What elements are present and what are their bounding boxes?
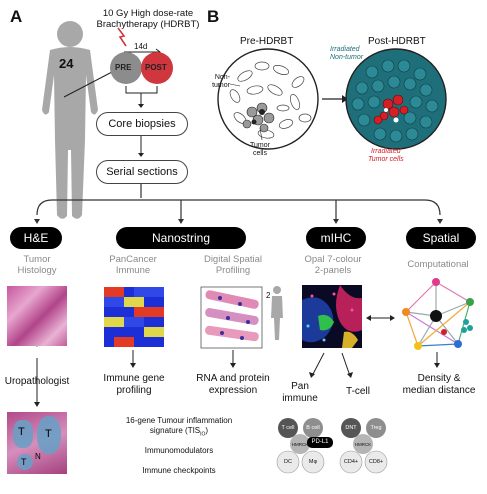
dsp-slide <box>200 286 283 349</box>
marker-bcell: B cell <box>306 425 320 431</box>
nanostring-pill: Nanostring <box>116 227 246 249</box>
marker-tcell: T cell <box>281 425 295 431</box>
tcell-label: T-cell <box>346 386 370 397</box>
marker-treg: Treg <box>370 425 382 431</box>
panel2-markers <box>339 418 388 474</box>
he-histology-image <box>7 286 67 346</box>
pre-hdrbt-title: Pre-HDRBT <box>240 36 294 47</box>
panel1-markers <box>276 418 333 474</box>
immunomodulators-item: Immunomodulators <box>144 446 214 455</box>
patient-silhouette <box>42 21 98 219</box>
density-distance-label: Density &median distance <box>402 373 476 396</box>
pre-hdrbt-tissue <box>217 48 319 150</box>
marker-pdl1: PD-L1 <box>311 439 329 445</box>
dsp-patient-number: 2 <box>266 291 271 300</box>
mihc-image <box>302 285 362 348</box>
marker-cd4: CD4+ <box>343 459 359 465</box>
he-pill: H&E <box>10 227 62 249</box>
marker-dnt: DNT <box>345 425 357 431</box>
marker-mphi: Mφ <box>308 459 318 465</box>
serial-sections-box: Serial sections <box>96 160 188 184</box>
marker-dc: DC <box>284 459 292 465</box>
computational-subtitle: Computational <box>407 259 469 270</box>
post-hdrbt-tissue <box>345 48 447 150</box>
uropathologist-label: Uropathologist <box>4 376 70 387</box>
panel-b-letter: B <box>207 7 220 26</box>
he-n: N <box>35 452 41 461</box>
he-annotated-image: T T T N <box>7 412 67 474</box>
marker-cd8: CD8+ <box>368 459 384 465</box>
pre-label: PRE <box>115 63 132 72</box>
heatmap <box>104 287 164 347</box>
treatment-line-1: 10 Gy High dose-rate <box>102 8 194 19</box>
treatment-line-2: Brachytherapy (HDRBT) <box>96 19 200 30</box>
marker-nucleus-2: HMRCK <box>354 442 372 447</box>
core-biopsies-box: Core biopsies <box>96 112 188 136</box>
post-label: POST <box>145 63 167 72</box>
he-t2: T <box>45 428 52 440</box>
interval-label: 14d <box>134 42 148 51</box>
he-t3: T <box>21 457 27 467</box>
non-tumor-label: Non-tumor <box>212 74 230 89</box>
he-t1: T <box>18 426 25 438</box>
spatial-pill: Spatial <box>406 227 476 249</box>
marker-nucleus-1: HMRCK <box>291 442 309 447</box>
treatment-label: 10 Gy High dose-rate Brachytherapy (HDRB… <box>88 8 208 30</box>
tis-item: 16-gene Tumour inflammation signature (T… <box>125 416 233 438</box>
mihc-pill: mIHC <box>306 227 366 249</box>
panel-a-letter: A <box>10 7 23 26</box>
post-hdrbt-title: Post-HDRBT <box>368 36 426 47</box>
immune-checkpoints-item: Immune checkpoints <box>142 466 216 475</box>
spatial-network <box>402 278 474 350</box>
patient-age: 24 <box>59 56 74 71</box>
